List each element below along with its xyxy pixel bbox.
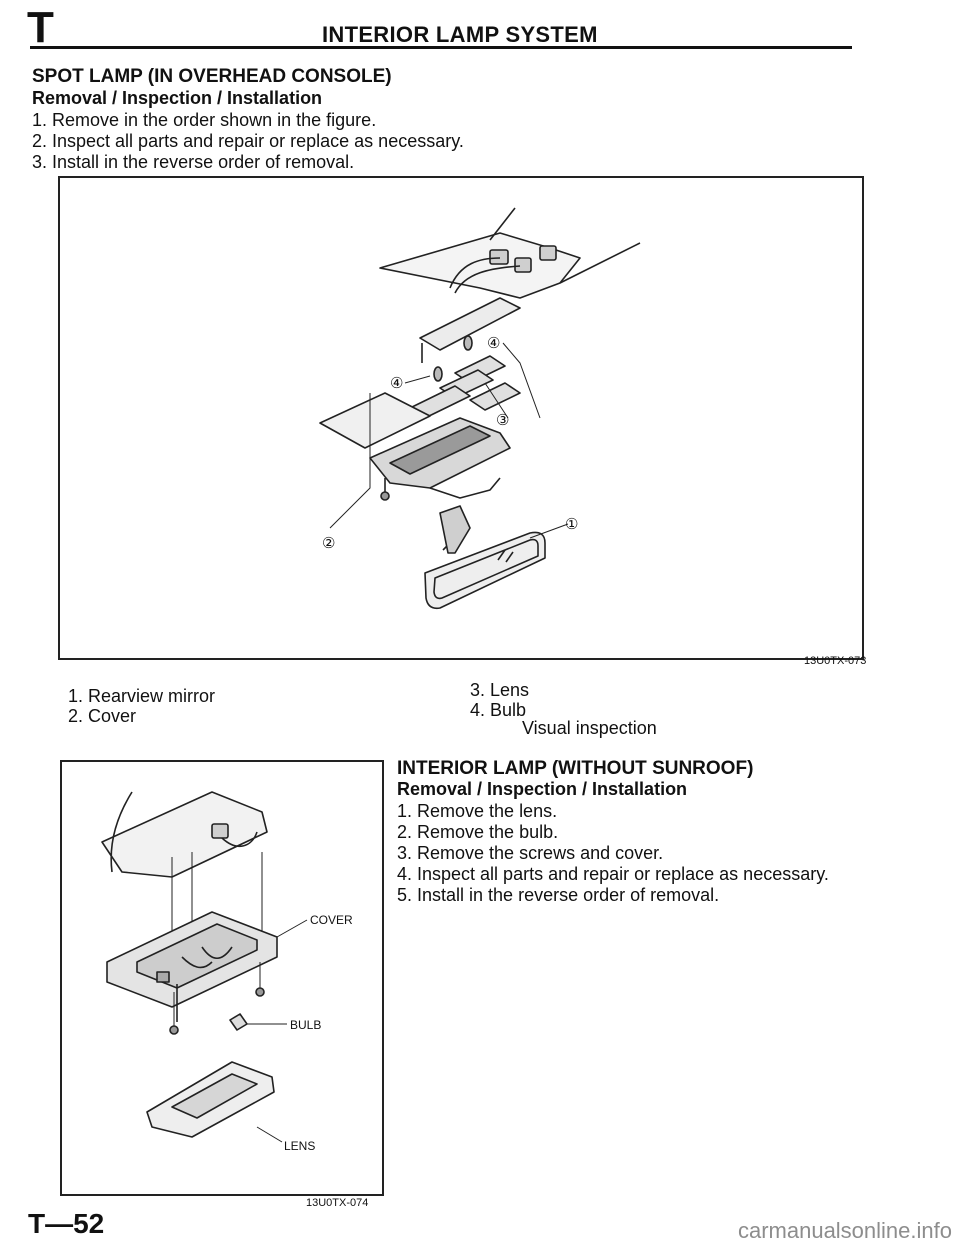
figure-code: 13U0TX-073 — [804, 655, 867, 667]
page-number: T—52 — [28, 1208, 105, 1239]
callout-3: ③ — [496, 412, 509, 429]
legend-item: 3. Lens — [470, 680, 530, 700]
lens-label: LENS — [284, 1139, 315, 1153]
callout-4: ④ — [487, 335, 500, 352]
interior-lamp-figure: COVER BULB LENS — [60, 760, 384, 1196]
interior-lamp-step: 3. Remove the screws and cover. — [397, 843, 664, 863]
header-rule — [30, 46, 852, 49]
spot-lamp-step: 1. Remove in the order shown in the figu… — [32, 110, 377, 130]
interior-lamp-step: 4. Inspect all parts and repair or repla… — [397, 864, 829, 884]
interior-lamp-step: 2. Remove the bulb. — [397, 822, 559, 842]
spot-lamp-figure: ① ② ③ ④ ④ — [58, 176, 864, 660]
callout-2: ② — [322, 535, 335, 552]
page-title: INTERIOR LAMP SYSTEM — [322, 22, 598, 47]
section-letter: T — [27, 3, 54, 52]
legend-item: 4. Bulb — [470, 700, 527, 720]
spot-lamp-subtitle: Removal / Inspection / Installation — [32, 88, 323, 108]
legend-item: 1. Rearview mirror — [68, 686, 216, 706]
figure-code: 13U0TX-074 — [306, 1197, 369, 1209]
interior-lamp-exploded-diagram: COVER BULB LENS — [101, 791, 353, 1153]
interior-lamp-step: 5. Install in the reverse order of remov… — [397, 885, 720, 905]
callout-4b: ④ — [390, 375, 403, 392]
overhead-console-exploded-diagram: ① ② ③ ④ ④ — [319, 207, 641, 610]
watermark: carmanualsonline.info — [737, 1218, 952, 1243]
callout-1: ① — [565, 516, 578, 533]
interior-lamp-step: 1. Remove the lens. — [397, 801, 558, 821]
spot-lamp-step: 3. Install in the reverse order of remov… — [32, 152, 355, 172]
interior-lamp-subtitle: Removal / Inspection / Installation — [397, 779, 688, 799]
cover-label: COVER — [310, 913, 353, 927]
interior-lamp-title: INTERIOR LAMP (WITHOUT SUNROOF) — [397, 758, 754, 779]
legend-item: 2. Cover — [68, 706, 137, 726]
spot-lamp-step: 2. Inspect all parts and repair or repla… — [32, 131, 464, 151]
legend-note: Visual inspection — [522, 718, 657, 738]
bulb-label: BULB — [290, 1018, 321, 1032]
spot-lamp-title: SPOT LAMP (IN OVERHEAD CONSOLE) — [32, 66, 392, 87]
